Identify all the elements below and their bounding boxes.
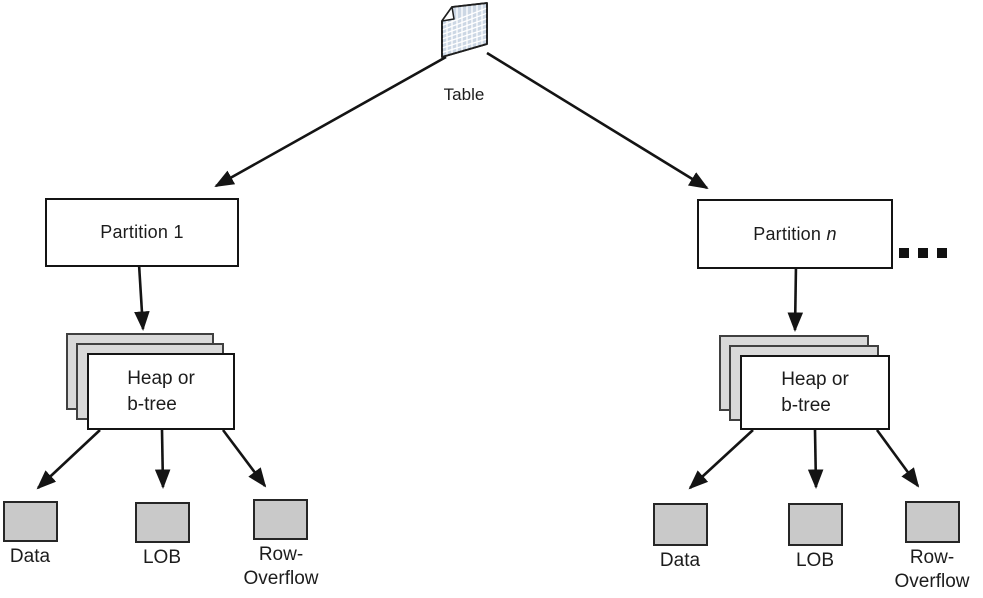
table-grid-icon — [441, 2, 488, 58]
leaf-label-lob-n: LOB — [795, 550, 835, 571]
leaf-box-data-1 — [3, 501, 58, 542]
partition-n-label: Partition — [753, 223, 822, 244]
ellipsis-dot — [899, 248, 909, 258]
leaf-box-rowoverflow-1 — [253, 499, 308, 540]
leaf-label-data-n: Data — [659, 550, 701, 571]
ellipsis-dot — [937, 248, 947, 258]
heap-label-1: Heap or b-tree — [127, 367, 195, 415]
arrow-table-to-partition-n — [486, 51, 709, 190]
leaf-box-rowoverflow-n — [905, 501, 960, 543]
partition-n-index: n — [826, 223, 837, 244]
arrow-heap1-to-data — [36, 429, 101, 490]
arrow-partition-1-to-heap — [134, 263, 150, 331]
leaf-box-lob-1 — [135, 502, 190, 543]
table-label: Table — [443, 85, 485, 104]
leaf-box-lob-n — [788, 503, 843, 546]
arrow-heap1-to-rowoverflow — [221, 429, 267, 488]
arrow-heapn-to-lob — [807, 429, 824, 489]
leaf-box-data-n — [653, 503, 708, 546]
leaf-label-lob-1: LOB — [142, 547, 182, 568]
leaf-label-data-1: Data — [9, 546, 51, 567]
folded-corner — [441, 6, 455, 22]
ellipsis-dot — [918, 248, 928, 258]
arrow-partition-n-to-heap — [787, 264, 804, 332]
leaf-label-rowoverflow-n: Row- Overflow — [894, 547, 970, 592]
heap-label-n: Heap or b-tree — [781, 368, 849, 416]
leaf-label-rowoverflow-1: Row- Overflow — [243, 544, 319, 589]
heap-box-1: Heap or b-tree — [87, 353, 235, 430]
arrow-table-to-partition-1 — [214, 55, 447, 188]
heap-box-n: Heap or b-tree — [740, 355, 890, 430]
arrow-heapn-to-data — [688, 429, 754, 490]
partition-1-label: Partition — [100, 222, 169, 242]
partition-1-index: 1 — [173, 222, 184, 242]
arrow-heapn-to-rowoverflow — [875, 429, 920, 488]
arrow-heap1-to-lob — [154, 429, 171, 489]
ellipsis — [899, 248, 947, 258]
